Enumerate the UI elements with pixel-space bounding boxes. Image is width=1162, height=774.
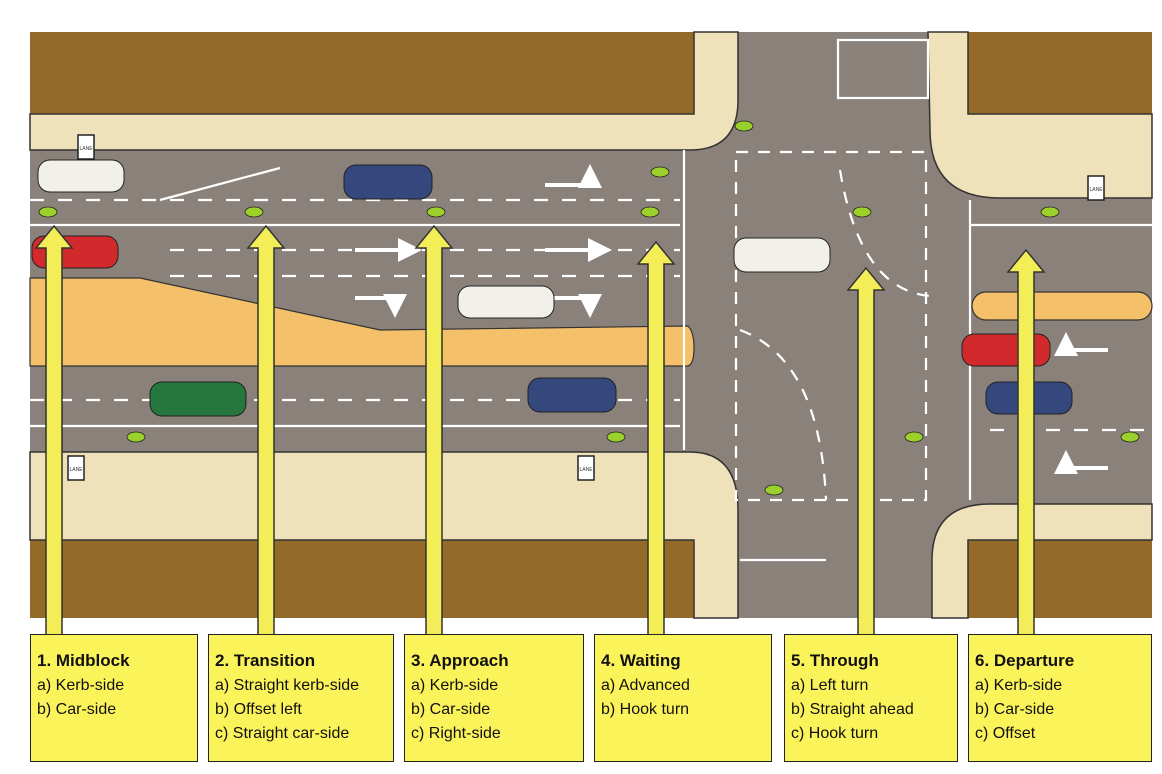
footpath-top-right <box>927 31 1153 199</box>
median-left <box>29 277 695 367</box>
lane-markings <box>30 38 1152 562</box>
stage-waiting: 4. Waiting a) Advanced b) Hook turn <box>594 634 772 762</box>
svg-text:LANE: LANE <box>1089 187 1103 193</box>
stage-item: a) Kerb-side <box>411 677 499 694</box>
stage-item: a) Advanced <box>601 677 690 694</box>
road-arrows <box>355 164 1108 474</box>
stage-item: b) Car-side <box>411 701 491 718</box>
stage-transition: 2. Transition a) Straight kerb-side b) O… <box>208 634 394 762</box>
stage-title: 6. Departure <box>975 651 1075 670</box>
stage-title: 3. Approach <box>411 651 509 670</box>
stage-title: 1. Midblock <box>37 651 130 670</box>
stage-title: 5. Through <box>791 651 879 670</box>
stage-midblock: 1. Midblock a) Kerb-side b) Car-side <box>30 634 198 762</box>
stage-through: 5. Through a) Left turn b) Straight ahea… <box>784 634 958 762</box>
stage-departure: 6. Departure a) Kerb-side b) Car-side c)… <box>968 634 1152 762</box>
stage-title: 4. Waiting <box>601 651 681 670</box>
stage-item: a) Kerb-side <box>37 677 125 694</box>
cyclists <box>38 120 1140 496</box>
stage-item: b) Straight ahead <box>791 701 914 718</box>
stage-title: 2. Transition <box>215 651 316 670</box>
stage-item: b) Car-side <box>975 701 1055 718</box>
stage-item: c) Straight car-side <box>215 725 350 742</box>
footpath-top-left <box>29 31 739 151</box>
stage-item: b) Hook turn <box>601 701 690 718</box>
stage-item: a) Straight kerb-side <box>215 677 360 694</box>
footpath-bottom-left <box>29 451 739 619</box>
building-bottom-right <box>968 540 1152 618</box>
svg-text:LANE: LANE <box>579 467 593 473</box>
building-top-left <box>30 32 694 114</box>
building-top-right <box>968 32 1152 114</box>
svg-text:LANE: LANE <box>69 467 83 473</box>
stage-item: c) Offset <box>975 725 1036 742</box>
stage-item: b) Offset left <box>215 701 302 718</box>
stage-item: c) Right-side <box>411 725 501 742</box>
stage-arrows <box>34 224 1046 653</box>
median-right <box>971 291 1153 321</box>
stage-item: a) Kerb-side <box>975 677 1063 694</box>
lane-signs: LANE LANE LANE LANE <box>67 134 1105 481</box>
footpath-bottom-right <box>931 503 1153 619</box>
building-bottom-left <box>30 540 694 618</box>
stage-item: a) Left turn <box>791 677 869 694</box>
stage-approach: 3. Approach a) Kerb-side b) Car-side c) … <box>404 634 584 762</box>
stage-item: b) Car-side <box>37 701 117 718</box>
stage-item: c) Hook turn <box>791 725 879 742</box>
svg-text:LANE: LANE <box>79 146 93 152</box>
